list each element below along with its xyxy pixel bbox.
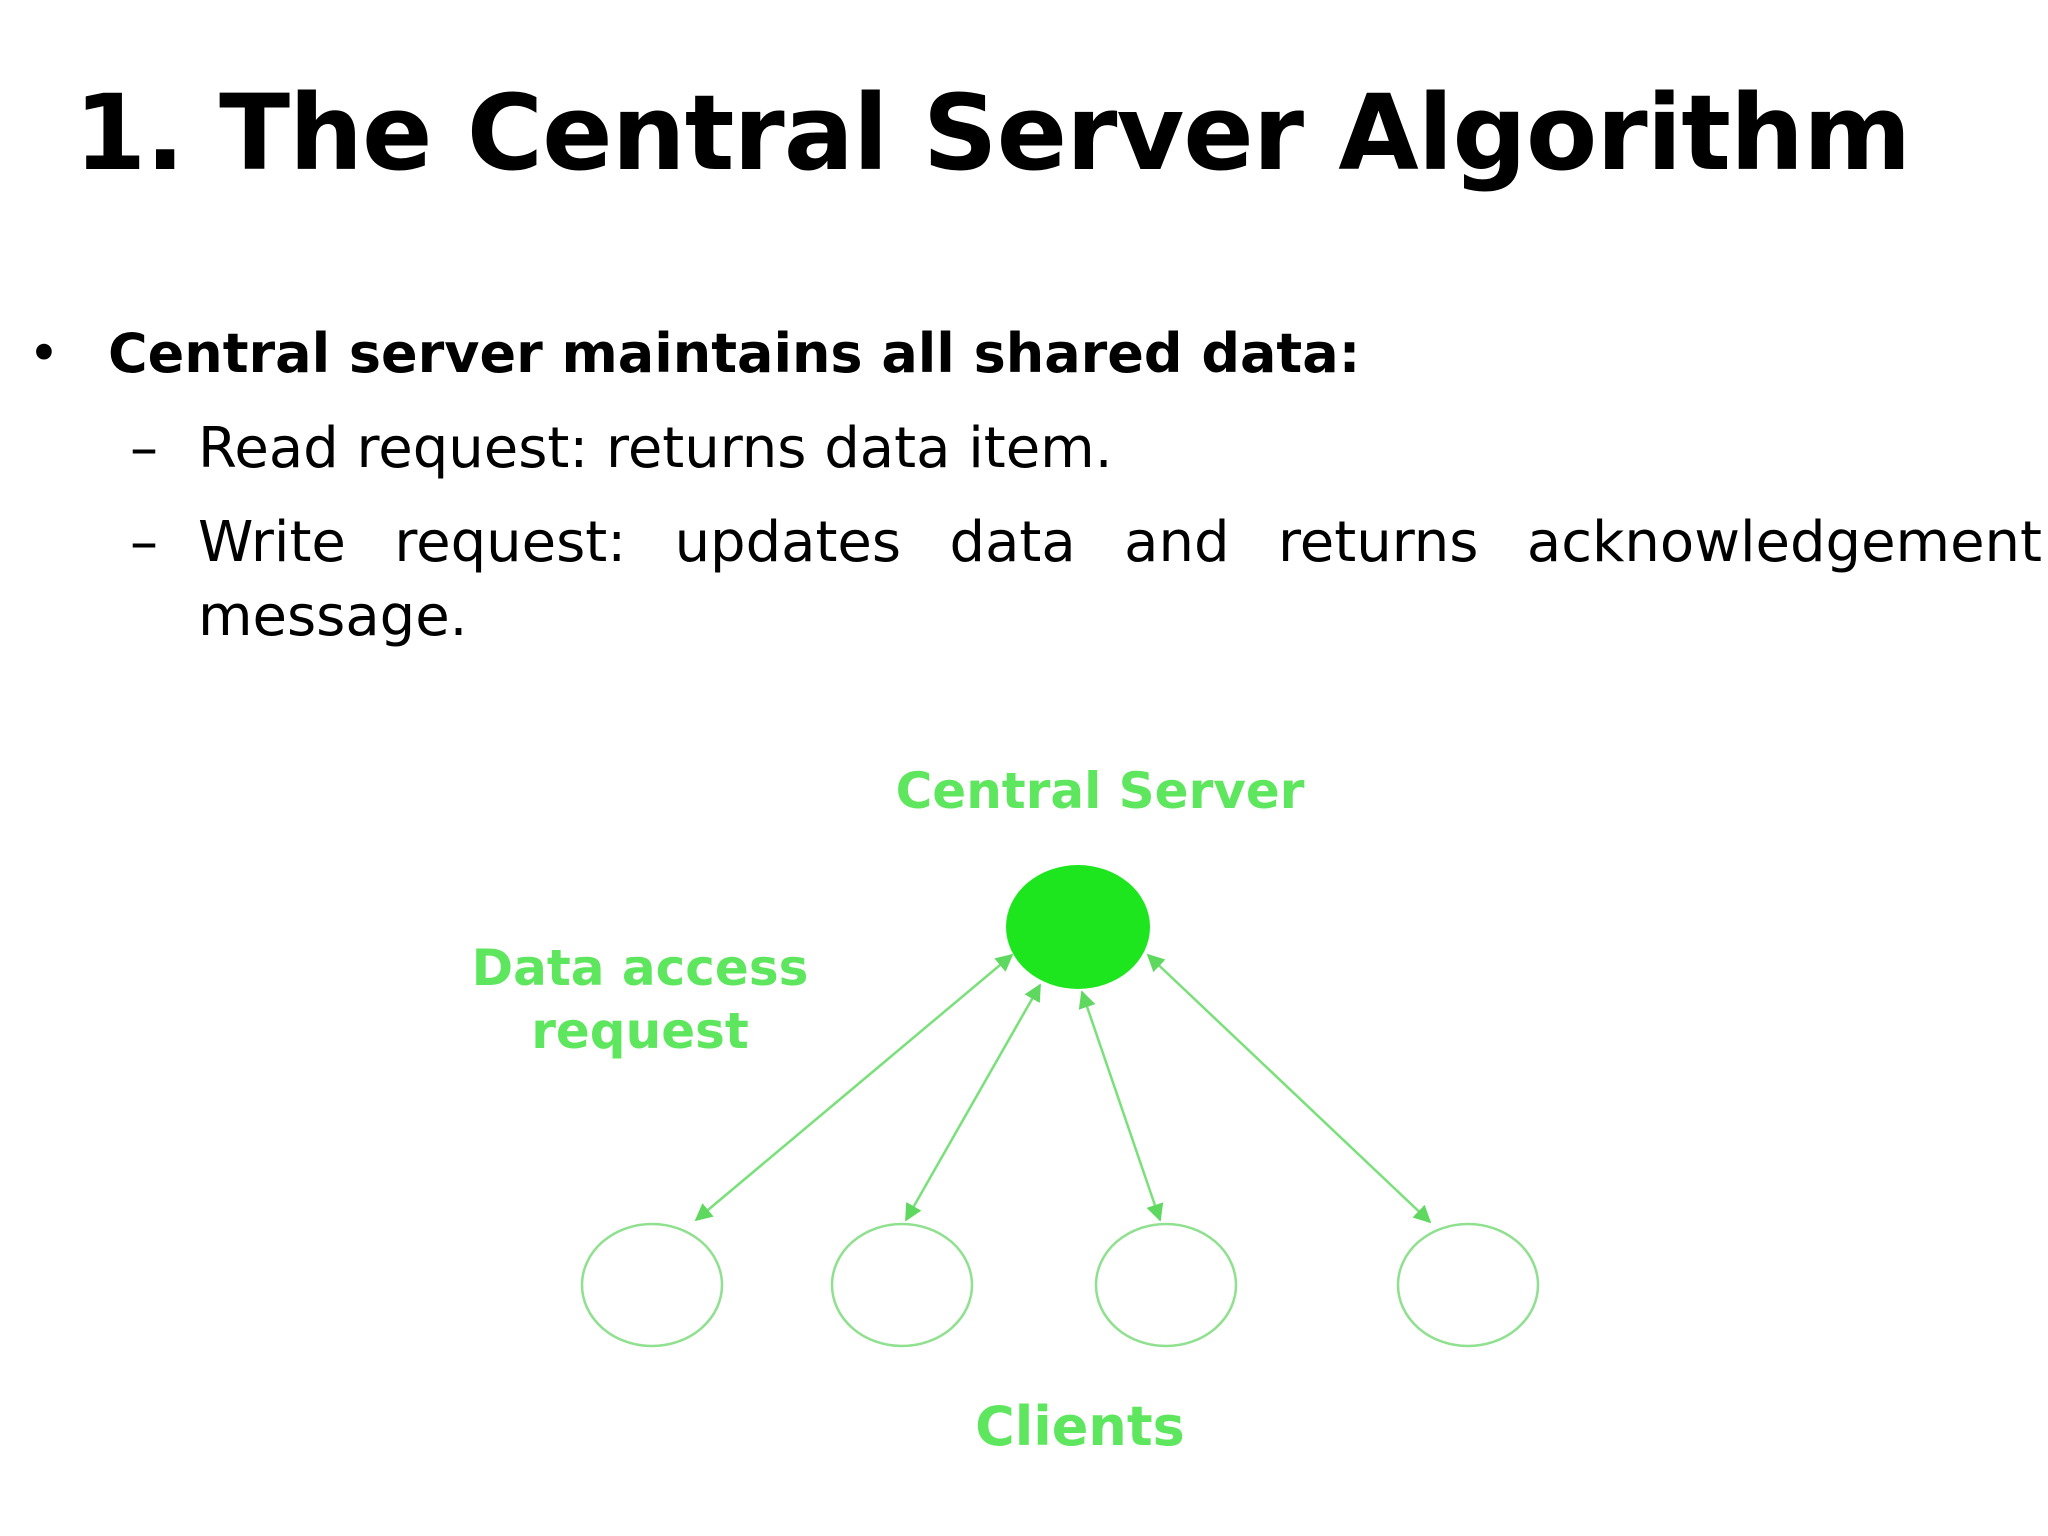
client-node	[830, 1222, 974, 1348]
server-label: Central Server	[896, 762, 1305, 820]
sub-item-text: Read request: returns data item.	[198, 416, 1113, 481]
client-node	[1094, 1222, 1238, 1348]
client-node	[580, 1222, 724, 1348]
request-label-line1: Data access	[472, 939, 809, 997]
sub-item-marker: –	[130, 510, 158, 575]
client-node	[1396, 1222, 1540, 1348]
server-node	[1006, 865, 1150, 989]
sub-item-marker: –	[130, 416, 158, 481]
clients-label: Clients	[975, 1395, 1185, 1458]
bullet-marker: •	[28, 322, 60, 385]
request-arrow-client-3	[1078, 990, 1164, 1222]
slide-title: 1. The Central Server Algorithm	[74, 72, 1911, 194]
sub-item-write: – Write request: updates data and return…	[130, 506, 2042, 654]
sub-item-read: – Read request: returns data item.	[130, 412, 2042, 486]
sub-item-text: Write request: updates data and returns …	[198, 510, 2042, 649]
bullet-text: Central server maintains all shared data…	[108, 322, 1361, 385]
request-arrow-client-4	[1146, 953, 1432, 1224]
request-arrow-client-2	[904, 983, 1042, 1222]
request-label-line2: request	[531, 1002, 749, 1060]
